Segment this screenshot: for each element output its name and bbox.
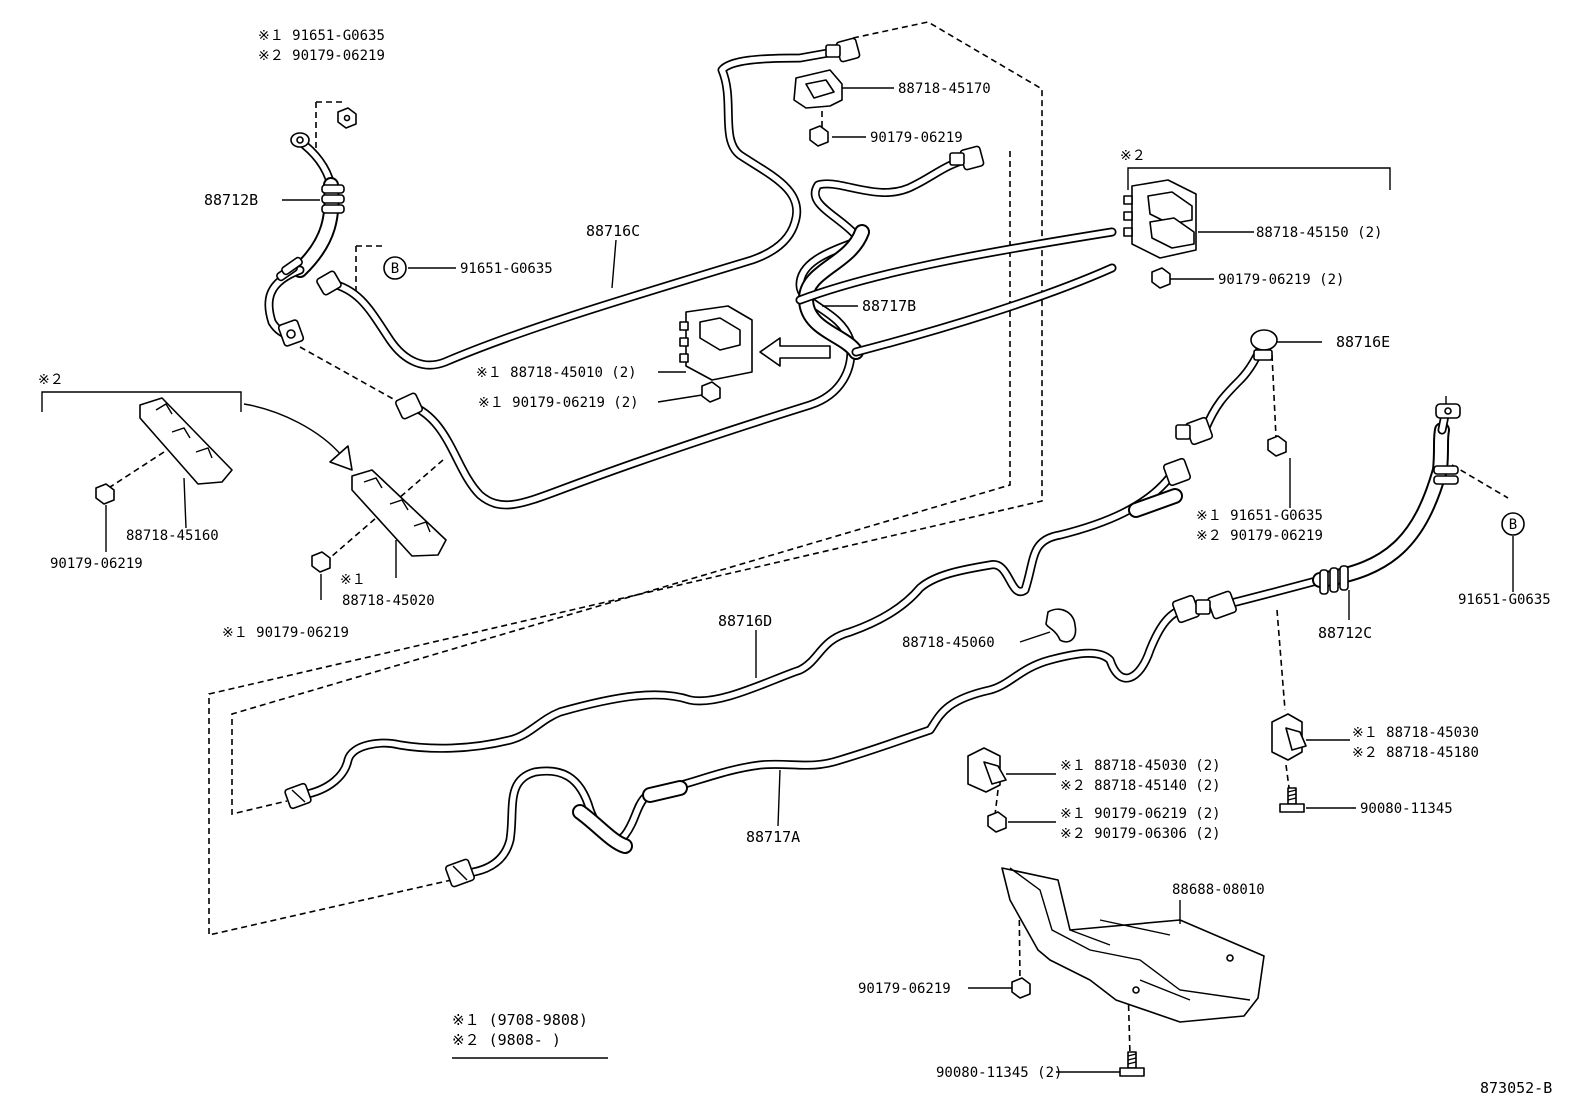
protector-plate-icon [1001, 867, 1265, 1023]
hose-ring-icon [1319, 565, 1349, 595]
note1-small: ※１ [340, 572, 366, 588]
banjo-fitting-icon [1435, 396, 1461, 419]
part-88717A: 88717A [746, 828, 800, 846]
flare-nut-icon [1162, 457, 1192, 487]
m-clamp-note1: ※１ 88718-45030 (2) [1060, 758, 1221, 774]
b-marker-top: B [383, 256, 407, 280]
nut-icon [809, 125, 829, 147]
pipe-88716C [325, 45, 850, 370]
flare-nut-icon [949, 145, 985, 171]
b-marker-right-label: B [1509, 517, 1517, 533]
part-90179-06219-top: 90179-06219 [870, 130, 963, 146]
part-90179-06219-mid: ※１ 90179-06219 (2) [478, 395, 639, 411]
clip-plate-icon [351, 469, 447, 557]
arrow-curve-icon [243, 403, 353, 471]
nut-icon [95, 483, 115, 505]
pipe-88716D [298, 465, 1183, 800]
part-90179-06219-left2: ※１ 90179-06219 [222, 625, 349, 641]
reference-dashed-lines [103, 21, 1509, 1056]
part-88712B: 88712B [204, 191, 258, 209]
leader-lines [105, 87, 1514, 1073]
flare-nut-icon [394, 392, 424, 420]
part-90179-06219-right: 90179-06219 (2) [1218, 272, 1344, 288]
nut-icon [311, 551, 331, 573]
part-88718-45150: 88718-45150 (2) [1256, 225, 1382, 241]
part-88712C: 88712C [1318, 624, 1372, 642]
part-88718-45010: ※１ 88718-45010 (2) [476, 365, 637, 381]
flare-nut-icon [277, 319, 305, 347]
legend-line2: ※２ (9808- ) [452, 1031, 561, 1049]
nut-icon [337, 107, 357, 129]
part-88716E: 88716E [1336, 333, 1390, 351]
b-marker-right: B [1501, 512, 1525, 536]
fittings [276, 37, 1461, 888]
top-clamp-note1: ※１ 91651-G0635 [258, 28, 385, 44]
m-nut-note2: ※２ 90179-06306 (2) [1060, 826, 1221, 842]
top-clamp-note2: ※２ 90179-06219 [258, 48, 385, 64]
flare-nut-icon [445, 858, 475, 888]
part-88718-45160: 88718-45160 [126, 528, 219, 544]
labels: ※１ 91651-G0635 ※２ 90179-06219 88712B 887… [38, 28, 1552, 1097]
part-90179-06219-left: 90179-06219 [50, 556, 143, 572]
hose-ring-icon [321, 184, 345, 214]
part-90080-11345: 90080-11345 [1360, 801, 1453, 817]
clip-icon [793, 69, 843, 109]
banjo-fitting-icon [290, 132, 310, 148]
bolt-91651-G0635-right: 91651-G0635 [1458, 592, 1551, 608]
part-88718-45170: 88718-45170 [898, 81, 991, 97]
clip-icon [967, 747, 1007, 793]
diagram-id: 873052-B [1480, 1079, 1552, 1097]
legend-line1: ※１ (9708-9808) [452, 1011, 588, 1029]
part-88716C: 88716C [586, 222, 640, 240]
flare-nut-icon [284, 782, 312, 810]
r-clamp-note1: ※１ 88718-45030 [1352, 725, 1479, 741]
part-88717B: 88717B [862, 297, 916, 315]
e-clamp-note2: ※２ 90179-06219 [1196, 528, 1323, 544]
arrow-left-icon [759, 337, 831, 367]
note2-left: ※２ [38, 372, 64, 388]
bolt-icon [1279, 787, 1305, 813]
flare-nut-icon [1175, 416, 1214, 446]
nut-icon [1011, 977, 1031, 999]
part-88718-45060: 88718-45060 [902, 635, 995, 651]
part-88688-08010: 88688-08010 [1172, 882, 1265, 898]
group-brackets [41, 167, 1391, 412]
nut-icon [1151, 267, 1171, 289]
nut-icon [1267, 435, 1287, 457]
clip-plate-icon [139, 397, 233, 485]
part-88718-45020: 88718-45020 [342, 593, 435, 609]
flare-nut-icon [825, 37, 861, 63]
flare-nut-icon [316, 270, 342, 296]
m-nut-note1: ※１ 90179-06219 (2) [1060, 806, 1221, 822]
clamps [139, 69, 1307, 793]
nut-icon [701, 381, 721, 403]
hose-ring-icon [1433, 465, 1459, 485]
clamp-block-icon [679, 305, 753, 381]
bolt-91651-G0635-top: 91651-G0635 [460, 261, 553, 277]
m-clamp-note2: ※２ 88718-45140 (2) [1060, 778, 1221, 794]
part-88716D: 88716D [718, 612, 772, 630]
pipe-88717A [463, 603, 1191, 878]
clip-icon [1045, 608, 1077, 643]
b-marker-top-label: B [391, 261, 399, 277]
bolts [1119, 787, 1305, 1077]
hose-88712B [264, 135, 340, 341]
nut-icon [987, 811, 1007, 833]
nuts [95, 107, 1287, 999]
part-90080-11345-2: 90080-11345 (2) [936, 1065, 1062, 1081]
clamp-block-icon [1123, 179, 1197, 259]
clip-icon [1271, 713, 1307, 761]
part-90179-06219-bottom: 90179-06219 [858, 981, 951, 997]
hose-88712C [1223, 405, 1451, 609]
banjo-fitting-icon [1250, 329, 1278, 361]
r-clamp-note2: ※２ 88718-45180 [1352, 745, 1479, 761]
bolt-icon [1119, 1051, 1145, 1077]
note2-right-top: ※２ [1120, 148, 1146, 164]
e-clamp-note1: ※１ 91651-G0635 [1196, 508, 1323, 524]
hose-ring-icon [276, 256, 303, 282]
flare-nut-icon [1195, 590, 1237, 620]
pipe-rear-bundle [795, 227, 1117, 357]
